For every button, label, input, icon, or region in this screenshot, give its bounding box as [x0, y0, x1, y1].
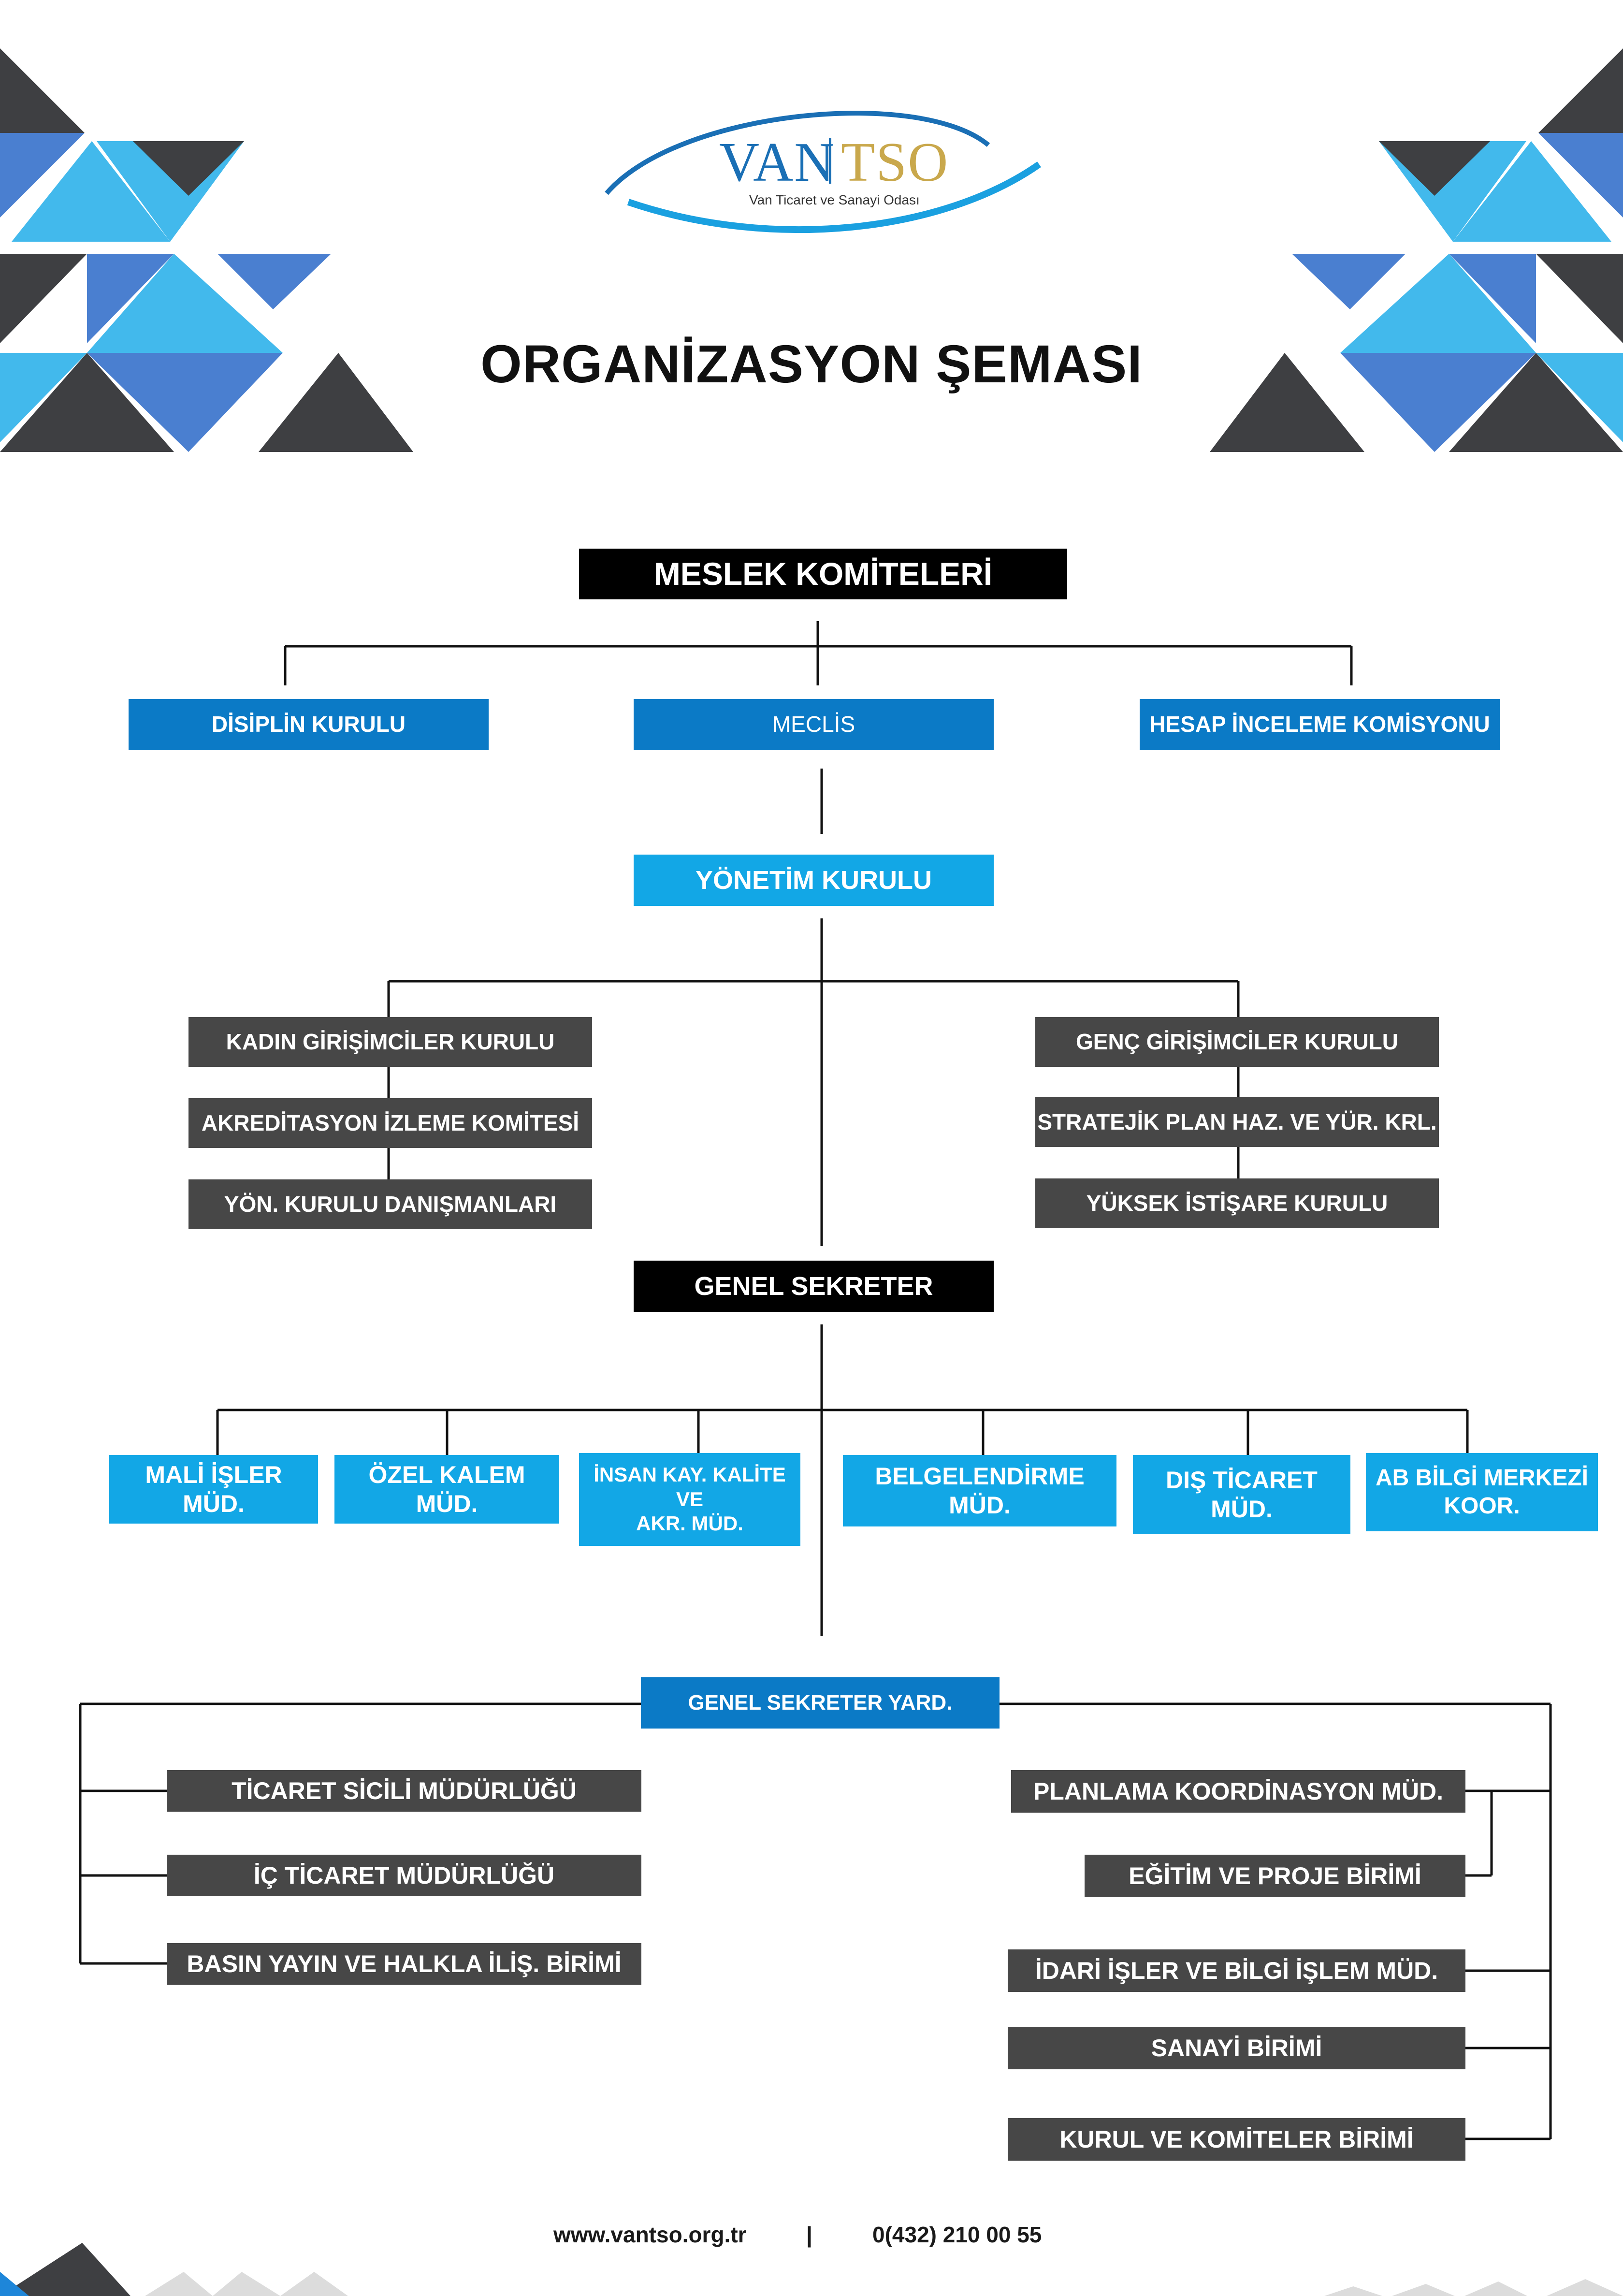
footer-phone: 0(432) 210 00 55: [872, 2222, 1042, 2247]
decor-triangles-bottom-left: [0, 2243, 348, 2296]
yard-right-item-5: KURUL VE KOMİTELER BİRİMİ: [1008, 2118, 1465, 2161]
mali-isler-line-2: MÜD.: [183, 1490, 245, 1517]
meslek-komiteleri-box: MESLEK KOMİTELERİ: [579, 549, 1067, 599]
belgelendirme-line-1: BELGELENDİRME: [875, 1463, 1085, 1490]
yard-left-item-3: BASIN YAYIN VE HALKLA İLİŞ. BİRİMİ: [167, 1943, 641, 1985]
yard-right-item-3: İDARİ İŞLER VE BİLGİ İŞLEM MÜD.: [1008, 1949, 1465, 1992]
insan-kaynaklari-line-2: VE: [676, 1487, 704, 1511]
yard-right-item-2: EĞİTİM VE PROJE BİRİMİ: [1085, 1855, 1465, 1897]
mali-isler-box: MALİ İŞLER MÜD.: [109, 1455, 318, 1524]
footer-separator: |: [806, 2222, 812, 2247]
logo-van: VAN: [719, 131, 836, 193]
ozel-kalem-line-1: ÖZEL KALEM: [368, 1461, 525, 1488]
yard-right-item-4: SANAYİ BİRİMİ: [1008, 2027, 1465, 2069]
decor-triangles-top-left: [0, 48, 413, 452]
page-title: ORGANİZASYON ŞEMASI: [480, 334, 1143, 394]
disiplin-kurulu-box: DİSİPLİN KURULU: [129, 699, 489, 750]
dis-ticaret-line-2: MÜD.: [1211, 1496, 1273, 1523]
belgelendirme-line-2: MÜD.: [949, 1492, 1011, 1519]
ozel-kalem-line-2: MÜD.: [416, 1490, 478, 1517]
insan-kaynaklari-line-3: AKR. MÜD.: [636, 1512, 743, 1535]
yonetim-right-item-3: YÜKSEK İSTİŞARE KURULU: [1035, 1178, 1439, 1228]
genel-sekreter-yard-box: GENEL SEKRETER YARD.: [641, 1677, 1000, 1729]
yard-right-item-1: PLANLAMA KOORDİNASYON MÜD.: [1011, 1770, 1465, 1813]
ozel-kalem-box: ÖZEL KALEM MÜD.: [334, 1455, 559, 1524]
belgelendirme-box: BELGELENDİRME MÜD.: [843, 1455, 1116, 1526]
yonetim-left-item-3: YÖN. KURULU DANIŞMANLARI: [188, 1179, 592, 1229]
yard-left-item-2: İÇ TİCARET MÜDÜRLÜĞÜ: [167, 1855, 641, 1896]
ab-bilgi-merkezi-box: AB BİLGİ MERKEZİ KOOR.: [1366, 1453, 1598, 1531]
yonetim-left-item-2: AKREDİTASYON İZLEME KOMİTESİ: [188, 1098, 592, 1148]
mali-isler-line-1: MALİ İŞLER: [145, 1461, 282, 1488]
logo-divider: [829, 138, 831, 184]
decor-triangles-top-right: [1210, 48, 1623, 452]
logo-swoosh: [605, 111, 1042, 233]
dis-ticaret-line-1: DIŞ TİCARET: [1166, 1467, 1318, 1494]
insan-kaynaklari-line-1: İNSAN KAY. KALİTE: [594, 1463, 786, 1486]
ab-bilgi-line-1: AB BİLGİ MERKEZİ: [1376, 1465, 1588, 1491]
yonetim-right-item-2: STRATEJİK PLAN HAZ. VE YÜR. KRL.: [1035, 1097, 1439, 1147]
yonetim-kurulu-box: YÖNETİM KURULU: [634, 855, 994, 906]
ab-bilgi-line-2: KOOR.: [1444, 1493, 1520, 1519]
insan-kaynaklari-box: İNSAN KAY. KALİTE VE AKR. MÜD.: [579, 1453, 800, 1546]
decor-triangles-bottom-right: [1324, 2279, 1623, 2296]
genel-sekreter-box: GENEL SEKRETER: [634, 1261, 994, 1312]
yonetim-left-item-1: KADIN GİRİŞİMCİLER KURULU: [188, 1017, 592, 1067]
yonetim-right-item-1: GENÇ GİRİŞİMCİLER KURULU: [1035, 1017, 1439, 1067]
logo-tso: TSO: [841, 131, 949, 193]
footer-website[interactable]: www.vantso.org.tr: [553, 2222, 747, 2247]
dis-ticaret-box: DIŞ TİCARET MÜD.: [1133, 1455, 1350, 1534]
meclis-box: MECLİS: [634, 699, 994, 750]
yard-left-item-1: TİCARET SİCİLİ MÜDÜRLÜĞÜ: [167, 1770, 641, 1812]
hesap-inceleme-box: HESAP İNCELEME KOMİSYONU: [1140, 699, 1500, 750]
logo-subtitle: Van Ticaret ve Sanayi Odası: [749, 192, 920, 207]
